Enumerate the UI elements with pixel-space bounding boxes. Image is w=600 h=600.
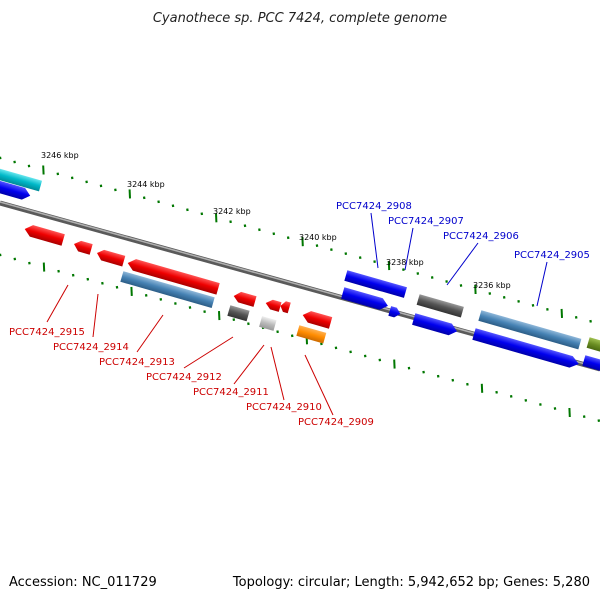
scale-tick-labels: 3246 kbp 3244 kbp 3242 kbp 3240 kbp 3238… (41, 151, 511, 290)
gene-label-2911[interactable]: PCC7424_2911 (193, 387, 269, 398)
gene-2906-gray[interactable] (416, 294, 464, 318)
tick-label-3238: 3238 kbp (386, 258, 424, 267)
gene-2911-lgray[interactable] (259, 316, 277, 331)
genome-summary-text: Topology: circular; Length: 5,942,652 bp… (232, 575, 590, 590)
gene-2914b[interactable] (95, 248, 126, 267)
gene-olive[interactable] (586, 337, 600, 354)
gene-2905-blue[interactable] (472, 328, 580, 370)
gene-label-2912[interactable]: PCC7424_2912 (146, 372, 222, 383)
genes-top (0, 167, 600, 372)
gene-2906-blue[interactable] (412, 313, 459, 337)
gene-labels-top: PCC7424_2908 PCC7424_2907 PCC7424_2906 P… (336, 201, 590, 261)
gene-label-2907[interactable]: PCC7424_2907 (388, 216, 464, 227)
gene-label-2914[interactable]: PCC7424_2914 (53, 342, 129, 353)
gene-labels-bottom: PCC7424_2915 PCC7424_2914 PCC7424_2913 P… (9, 327, 374, 428)
gene-2908-lower[interactable] (341, 287, 389, 311)
genes-bottom (23, 223, 333, 344)
tick-label-3240: 3240 kbp (299, 233, 337, 242)
gene-2905-steel[interactable] (478, 310, 582, 350)
label-leaders (46, 212, 548, 416)
gene-2909-red[interactable] (301, 309, 333, 329)
gene-2912-gray[interactable] (227, 305, 250, 322)
gene-2913-steel[interactable] (120, 271, 215, 308)
gene-label-2909[interactable]: PCC7424_2909 (298, 417, 374, 428)
gene-label-2906[interactable]: PCC7424_2906 (443, 231, 519, 242)
tick-label-3244: 3244 kbp (127, 180, 165, 189)
gene-2909-orange[interactable] (296, 325, 327, 344)
gene-label-2910[interactable]: PCC7424_2910 (246, 402, 322, 413)
map-title: Cyanothece sp. PCC 7424, complete genome (153, 11, 447, 26)
gene-2914[interactable] (72, 239, 93, 255)
tick-label-3236: 3236 kbp (473, 281, 511, 290)
gene-cyan[interactable] (0, 167, 43, 192)
gene-2910-red[interactable] (279, 300, 291, 314)
gene-label-2908[interactable]: PCC7424_2908 (336, 201, 412, 212)
gene-2915[interactable] (23, 223, 65, 246)
gene-2908-upper[interactable] (344, 270, 407, 298)
tick-label-3246: 3246 kbp (41, 151, 79, 160)
gene-label-2913[interactable]: PCC7424_2913 (99, 357, 175, 368)
gene-2911-red[interactable] (264, 298, 282, 312)
gene-2913-red[interactable] (126, 257, 220, 295)
gene-label-2905[interactable]: PCC7424_2905 (514, 250, 590, 261)
gene-label-2915[interactable]: PCC7424_2915 (9, 327, 85, 338)
tick-label-3242: 3242 kbp (213, 207, 251, 216)
accession-text: Accession: NC_011729 (9, 575, 157, 590)
gene-blue-left[interactable] (0, 179, 32, 202)
gene-2907[interactable] (388, 306, 401, 319)
gene-blue-right[interactable] (582, 355, 600, 372)
gene-2912-red[interactable] (232, 290, 257, 307)
